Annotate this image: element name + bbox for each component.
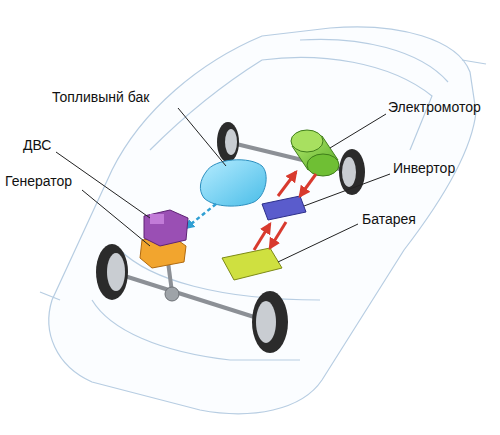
wheel [96, 122, 365, 353]
part-label: Батарея [362, 211, 416, 227]
car-outline [40, 27, 486, 414]
inverter [262, 196, 306, 220]
power-flow-arrow [254, 172, 316, 250]
axle [112, 142, 352, 322]
part-label: Топливынй бак [52, 89, 149, 105]
part-label: Генератор [5, 173, 72, 189]
part-label: ДВС [23, 137, 51, 153]
differential [165, 287, 179, 301]
engine-detail [150, 214, 164, 224]
fuel-tank [200, 160, 266, 206]
part-label: Инвертор [393, 160, 455, 176]
electric-motor [291, 130, 339, 176]
fuel-line [186, 204, 216, 228]
leader-line [56, 108, 390, 262]
battery [222, 248, 282, 280]
engine [144, 210, 188, 246]
part-label: Электромотор [388, 99, 481, 115]
